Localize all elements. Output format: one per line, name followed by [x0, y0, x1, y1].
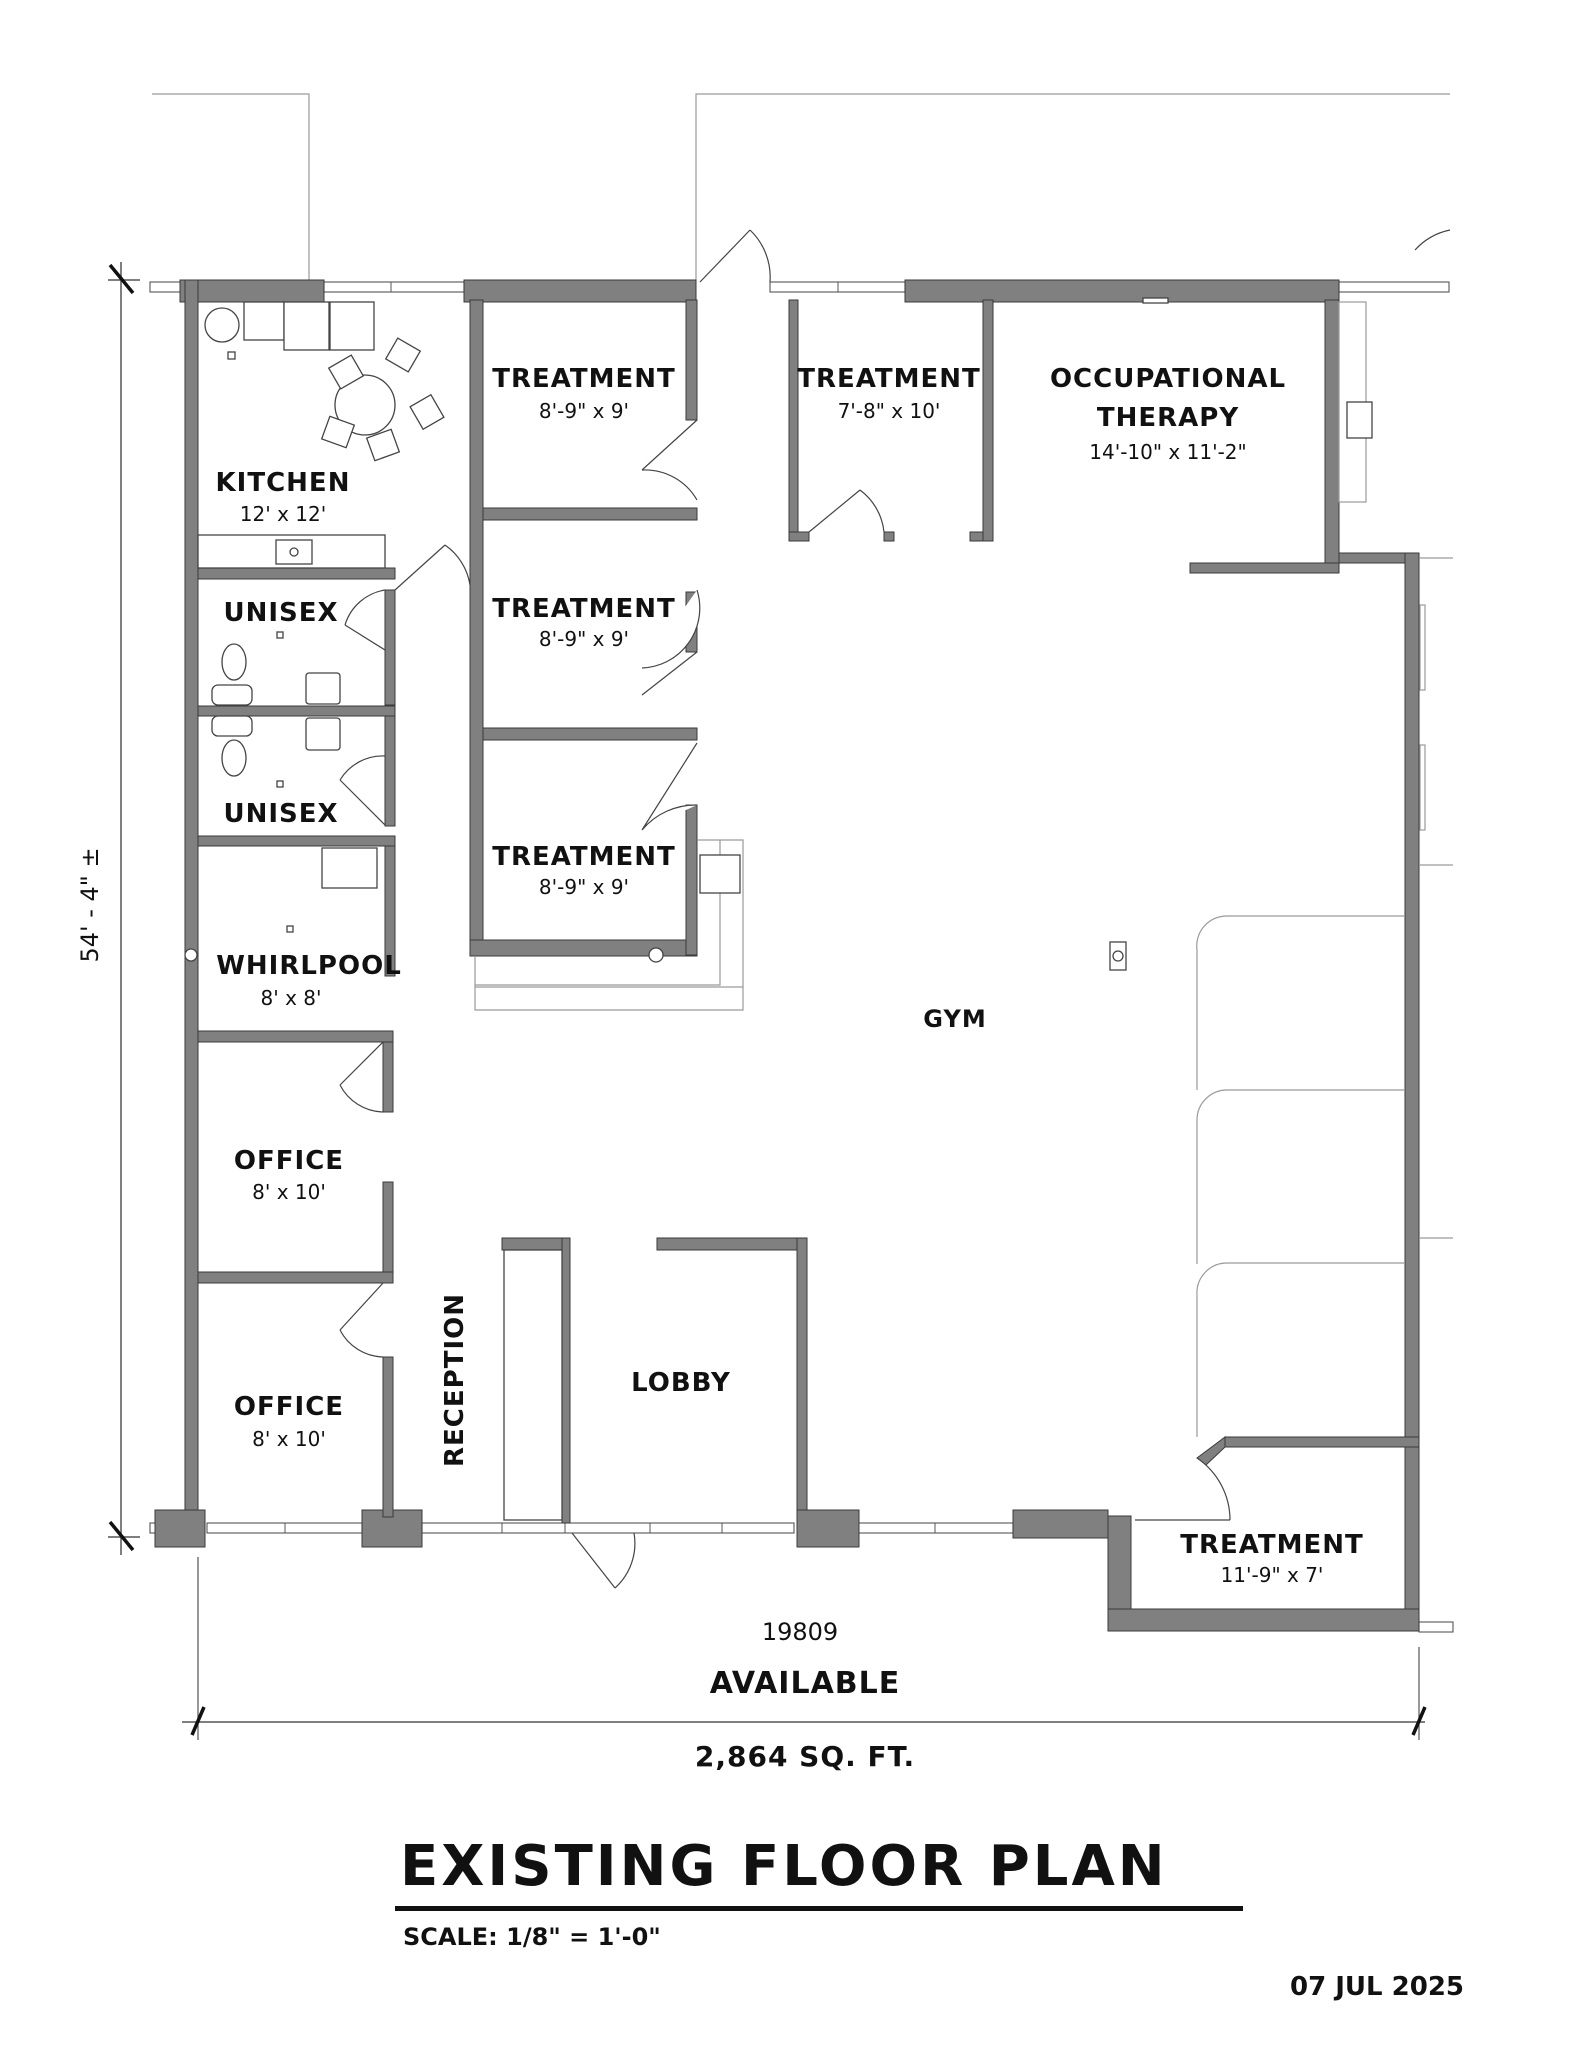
room-size-treatment-1: 8'-9" x 9': [539, 399, 629, 423]
sink-counter: [474, 839, 744, 1011]
plan-date: 07 JUL 2025: [1290, 1972, 1464, 2002]
restroom-fixtures: [184, 631, 378, 962]
doors: [339, 229, 1451, 1589]
room-name-treatment-4: TREATMENT: [797, 364, 980, 394]
reception-counter: [503, 1249, 563, 1521]
room-name-reception: RECEPTION: [440, 1293, 470, 1467]
kitchen-fixtures: [197, 301, 445, 569]
room-size-treatment-5: 11'-9" x 7': [1221, 1563, 1324, 1587]
room-name-lobby: LOBBY: [631, 1368, 731, 1398]
room-name-treatment-5: TREATMENT: [1180, 1530, 1363, 1560]
unit-number: 19809: [762, 1618, 838, 1646]
room-name-whirlpool: WHIRLPOOL: [216, 951, 402, 981]
plan-scale: SCALE: 1/8" = 1'-0": [403, 1923, 661, 1951]
gym-equipment: [1109, 915, 1405, 1437]
room-size-treatment-3: 8'-9" x 9': [539, 875, 629, 899]
dining-table: [334, 374, 396, 436]
room-size-treatment-4: 7'-8" x 10': [838, 399, 941, 423]
room-name-gym: GYM: [923, 1005, 986, 1033]
room-size-occupational-therapy: 14'-10" x 11'-2": [1089, 440, 1246, 464]
room-name-treatment-2: TREATMENT: [492, 594, 675, 624]
walls: [154, 279, 1420, 1632]
room-name-kitchen: KITCHEN: [216, 468, 351, 498]
plan-title: EXISTING FLOOR PLAN: [400, 1834, 1168, 1899]
title-underline: [395, 1906, 1243, 1911]
vertical-dimension-text: 54' - 4" ±: [76, 847, 104, 962]
room-size-treatment-2: 8'-9" x 9': [539, 627, 629, 651]
room-size-whirlpool: 8' x 8': [261, 986, 322, 1010]
vertical-dimension-line: [108, 262, 140, 1555]
room-size-kitchen: 12' x 12': [240, 502, 326, 526]
room-name-therapy: THERAPY: [1097, 403, 1239, 433]
room-name-office-2: OFFICE: [234, 1392, 344, 1422]
room-size-office-1: 8' x 10': [252, 1180, 326, 1204]
horizontal-dimension-line: [182, 1557, 1427, 1740]
adjacent-fixtures: [1419, 557, 1453, 1239]
adjacent-building-outlines: [152, 93, 1450, 280]
room-name-office-1: OFFICE: [234, 1146, 344, 1176]
unit-area: 2,864 SQ. FT.: [695, 1740, 915, 1773]
room-name-unisex-1: UNISEX: [223, 598, 338, 628]
ot-exterior-counter: [1142, 297, 1373, 503]
room-name-treatment-3: TREATMENT: [492, 842, 675, 872]
unit-status: AVAILABLE: [710, 1666, 901, 1701]
room-size-office-2: 8' x 10': [252, 1427, 326, 1451]
room-name-treatment-1: TREATMENT: [492, 364, 675, 394]
room-name-occupational: OCCUPATIONAL: [1050, 364, 1286, 394]
room-labels: KITCHEN 12' x 12' UNISEX UNISEX WHIRLPOO…: [216, 364, 1363, 1587]
room-name-unisex-2: UNISEX: [223, 799, 338, 829]
